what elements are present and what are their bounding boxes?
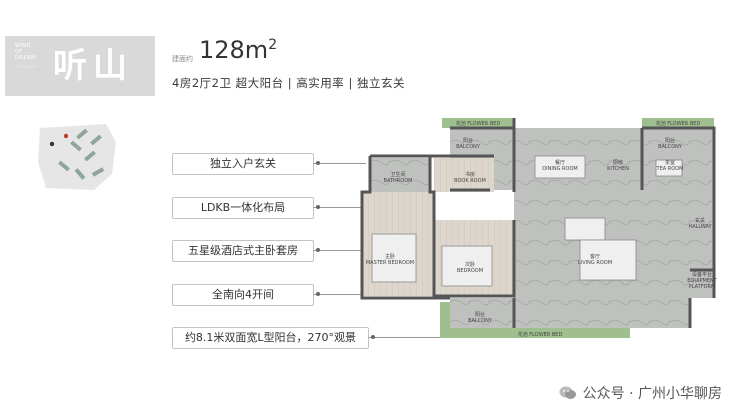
plan-label-living: 客厅 [590,253,600,260]
watermark: 公众号 · 广州小华聊房 [559,383,722,403]
plan-label-balcony: 阳台 [463,137,473,144]
plan-label-equipment: EQUIPMENT [687,278,717,284]
leader-line [313,163,366,164]
area-unit: 2 [268,37,278,53]
leader-line [368,337,448,338]
leader-line [313,294,373,295]
plan-label-second: 次卧 [465,261,475,268]
tag-line: OF [15,49,23,55]
plan-label-kitchen: 厨房 [613,159,623,166]
callout-master-suite: 五星级酒店式主卧套房 [172,240,314,262]
callout-south-facing: 全南向4开间 [172,284,314,306]
plan-label-flower-bed: 花池 FLOWER BED [518,331,563,338]
plan-label-bookroom: BOOK ROOM [454,178,486,184]
plan-label-equipment: PLATFORM [689,284,716,290]
plan-label-master: 主卧 [385,253,395,260]
area-number: 128m [199,36,269,64]
callout-ldkb: LDKB一体化布局 [172,197,314,219]
plan-label-tea: 茶室 [665,159,675,166]
plan-label-dining: 餐厅 [555,159,565,166]
leader-dot [316,205,320,209]
leader-dot [316,292,320,296]
plan-label-balcony: 阳台 [665,137,675,144]
area-value: 128m2 [199,36,277,64]
leader-dot [316,161,320,165]
title-block: WIND OF DREAM Tingshan 听山 [5,36,155,96]
leader-line [313,207,403,208]
callout-entrance: 独立入户玄关 [172,153,314,175]
tag-line: WIND [15,43,32,49]
plan-label-balcony: 阳台 [475,311,485,318]
plan-label-balcony: BALCONY [456,144,481,150]
site-map-icon [38,124,116,190]
unit-title: 听山 [53,46,133,86]
floor-plan: 花池 FLOWER BED 花池 FLOWER BED 花池 FLOWER BE… [360,118,718,338]
plan-label-living: LIVING ROOM [578,260,612,266]
tag-line: DREAM [15,55,36,61]
plan-label-kitchen: KITCHEN [607,166,629,172]
area-label: 建面约 [172,55,193,63]
plan-label-tea: TEA ROOM [656,166,684,172]
leader-line [313,250,376,251]
plan-label-hallway: HALLWAY [688,224,712,230]
plan-label-hallway: 玄关 [695,217,705,224]
tag-sub: Tingshan [15,64,38,69]
tag-english: WIND OF DREAM Tingshan [15,43,37,70]
watermark-text: 公众号 · 广州小华聊房 [582,386,722,402]
plan-label-master: MASTER BEDROOM [366,260,414,266]
plan-label-bathroom: BATHROOM [384,178,413,184]
features-line: 4房2厅2卫 超大阳台 | 高实用率 | 独立玄关 [172,76,405,90]
plan-label-bathroom: 卫生间 [390,171,405,178]
plan-label-flower-bed: 花池 FLOWER BED [456,120,501,127]
plan-label-balcony: BALCONY [468,318,493,324]
plan-label-second: BEDROOM [457,268,483,274]
leader-dot [371,335,375,339]
plan-label-bookroom: 书房 [465,171,475,178]
leader-dot [316,248,320,252]
plan-label-dining: DINING ROOM [542,166,577,172]
plan-label-flower-bed: 花池 FLOWER BED [656,120,701,127]
callout-balcony: 约8.1米双面宽L型阳台，270°观景 [172,327,369,349]
plan-label-equipment: 设备平台 [692,271,712,278]
wechat-icon [559,386,576,399]
plan-label-balcony: BALCONY [658,144,683,150]
